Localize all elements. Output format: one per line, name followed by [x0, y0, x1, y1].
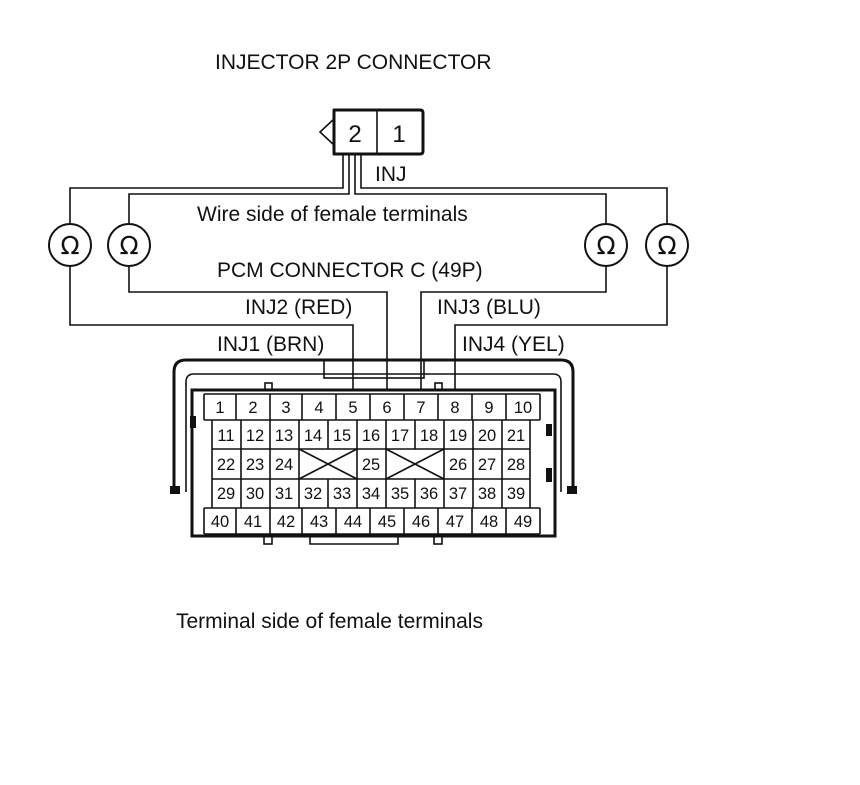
pcm-pin-row-2: 11 12 13 14 15 16 17 18 19 20 21: [217, 427, 525, 445]
pcm-pin: 28: [507, 456, 525, 474]
ohmmeter-3: Ω: [584, 223, 628, 267]
pcm-pin: 33: [333, 485, 351, 503]
pcm-pin: 13: [275, 427, 293, 445]
ohm-icon: Ω: [596, 231, 615, 260]
terminal-side-label: Terminal side of female terminals: [176, 610, 483, 633]
pcm-pin: 9: [484, 399, 493, 417]
pcm-pin: 8: [450, 399, 459, 417]
pcm-pin: 43: [310, 513, 328, 531]
pcm-pin: 40: [211, 513, 229, 531]
pcm-pin: 15: [333, 427, 351, 445]
pcm-pin: 45: [378, 513, 396, 531]
pcm-pin: 34: [362, 485, 380, 503]
pcm-pin: 7: [416, 399, 425, 417]
inj1-wire-label: INJ1 (BRN): [217, 333, 324, 356]
pcm-pin: 17: [391, 427, 409, 445]
pcm-pin: 44: [344, 513, 362, 531]
pcm-pin: 23: [246, 456, 264, 474]
pcm-pin: 14: [304, 427, 322, 445]
pcm-pin: 25: [362, 456, 380, 474]
pcm-pin: 48: [480, 513, 498, 531]
pcm-pin-row-3: 22 23 24 25 26 27 28: [217, 456, 525, 474]
pcm-connector-title: PCM CONNECTOR C (49P): [217, 259, 483, 282]
pcm-pin: 22: [217, 456, 235, 474]
ohmmeter-1: Ω: [48, 223, 92, 267]
pcm-pin: 41: [244, 513, 262, 531]
pcm-pin: 6: [382, 399, 391, 417]
pcm-pin-row-1: 1 2 3 4 5 6 7 8 9 10: [215, 399, 532, 417]
injector-connector-title: INJECTOR 2P CONNECTOR: [215, 51, 492, 74]
pcm-pin: 30: [246, 485, 264, 503]
injector-pin-2: 2: [348, 121, 361, 148]
pcm-pin: 35: [391, 485, 409, 503]
inj2-wire-label: INJ2 (RED): [245, 296, 352, 319]
pcm-pin: 32: [304, 485, 322, 503]
pcm-pin: 46: [412, 513, 430, 531]
ohmmeter-4: Ω: [645, 223, 689, 267]
pcm-pin: 10: [514, 399, 532, 417]
pcm-pin: 11: [217, 427, 234, 445]
pcm-pin: 3: [281, 399, 290, 417]
inj-wire-label: INJ: [375, 163, 407, 186]
inj3-wire-label: INJ3 (BLU): [437, 296, 541, 319]
ohm-icon: Ω: [657, 231, 676, 260]
pcm-pin: 18: [420, 427, 438, 445]
pcm-pin: 16: [362, 427, 380, 445]
pcm-pin-row-4: 29 30 31 32 33 34 35 36 37 38 39: [217, 485, 525, 503]
pcm-pin: 27: [478, 456, 496, 474]
ohmmeter-2: Ω: [107, 223, 151, 267]
wire-side-label: Wire side of female terminals: [197, 203, 468, 226]
pcm-pin: 26: [449, 456, 467, 474]
pcm-pin: 20: [478, 427, 496, 445]
pcm-pin: 19: [449, 427, 467, 445]
pcm-connector: [170, 358, 577, 545]
pcm-pin: 38: [478, 485, 496, 503]
pcm-pin: 1: [215, 399, 224, 417]
pcm-pin: 4: [314, 399, 323, 417]
inj4-wire-label: INJ4 (YEL): [462, 333, 565, 356]
pcm-pin: 37: [449, 485, 467, 503]
pcm-pin: 29: [217, 485, 235, 503]
pcm-pin: 24: [275, 456, 293, 474]
pcm-pin: 42: [277, 513, 295, 531]
injector-connector: 2 1: [318, 108, 425, 156]
pcm-pin: 21: [507, 427, 525, 445]
ohm-icon: Ω: [119, 231, 138, 260]
pcm-pin: 12: [246, 427, 264, 445]
pcm-pin: 5: [348, 399, 357, 417]
test-leads: [69, 154, 668, 390]
pcm-pin: 47: [446, 513, 464, 531]
pcm-pin: 31: [275, 485, 293, 503]
injector-pin-1: 1: [392, 121, 405, 148]
pcm-pin: 36: [420, 485, 438, 503]
pcm-pin-row-5: 40 41 42 43 44 45 46 47 48 49: [211, 513, 532, 531]
pcm-pin: 39: [507, 485, 525, 503]
pcm-pin: 49: [514, 513, 532, 531]
pcm-pin: 2: [248, 399, 257, 417]
ohm-icon: Ω: [60, 231, 79, 260]
